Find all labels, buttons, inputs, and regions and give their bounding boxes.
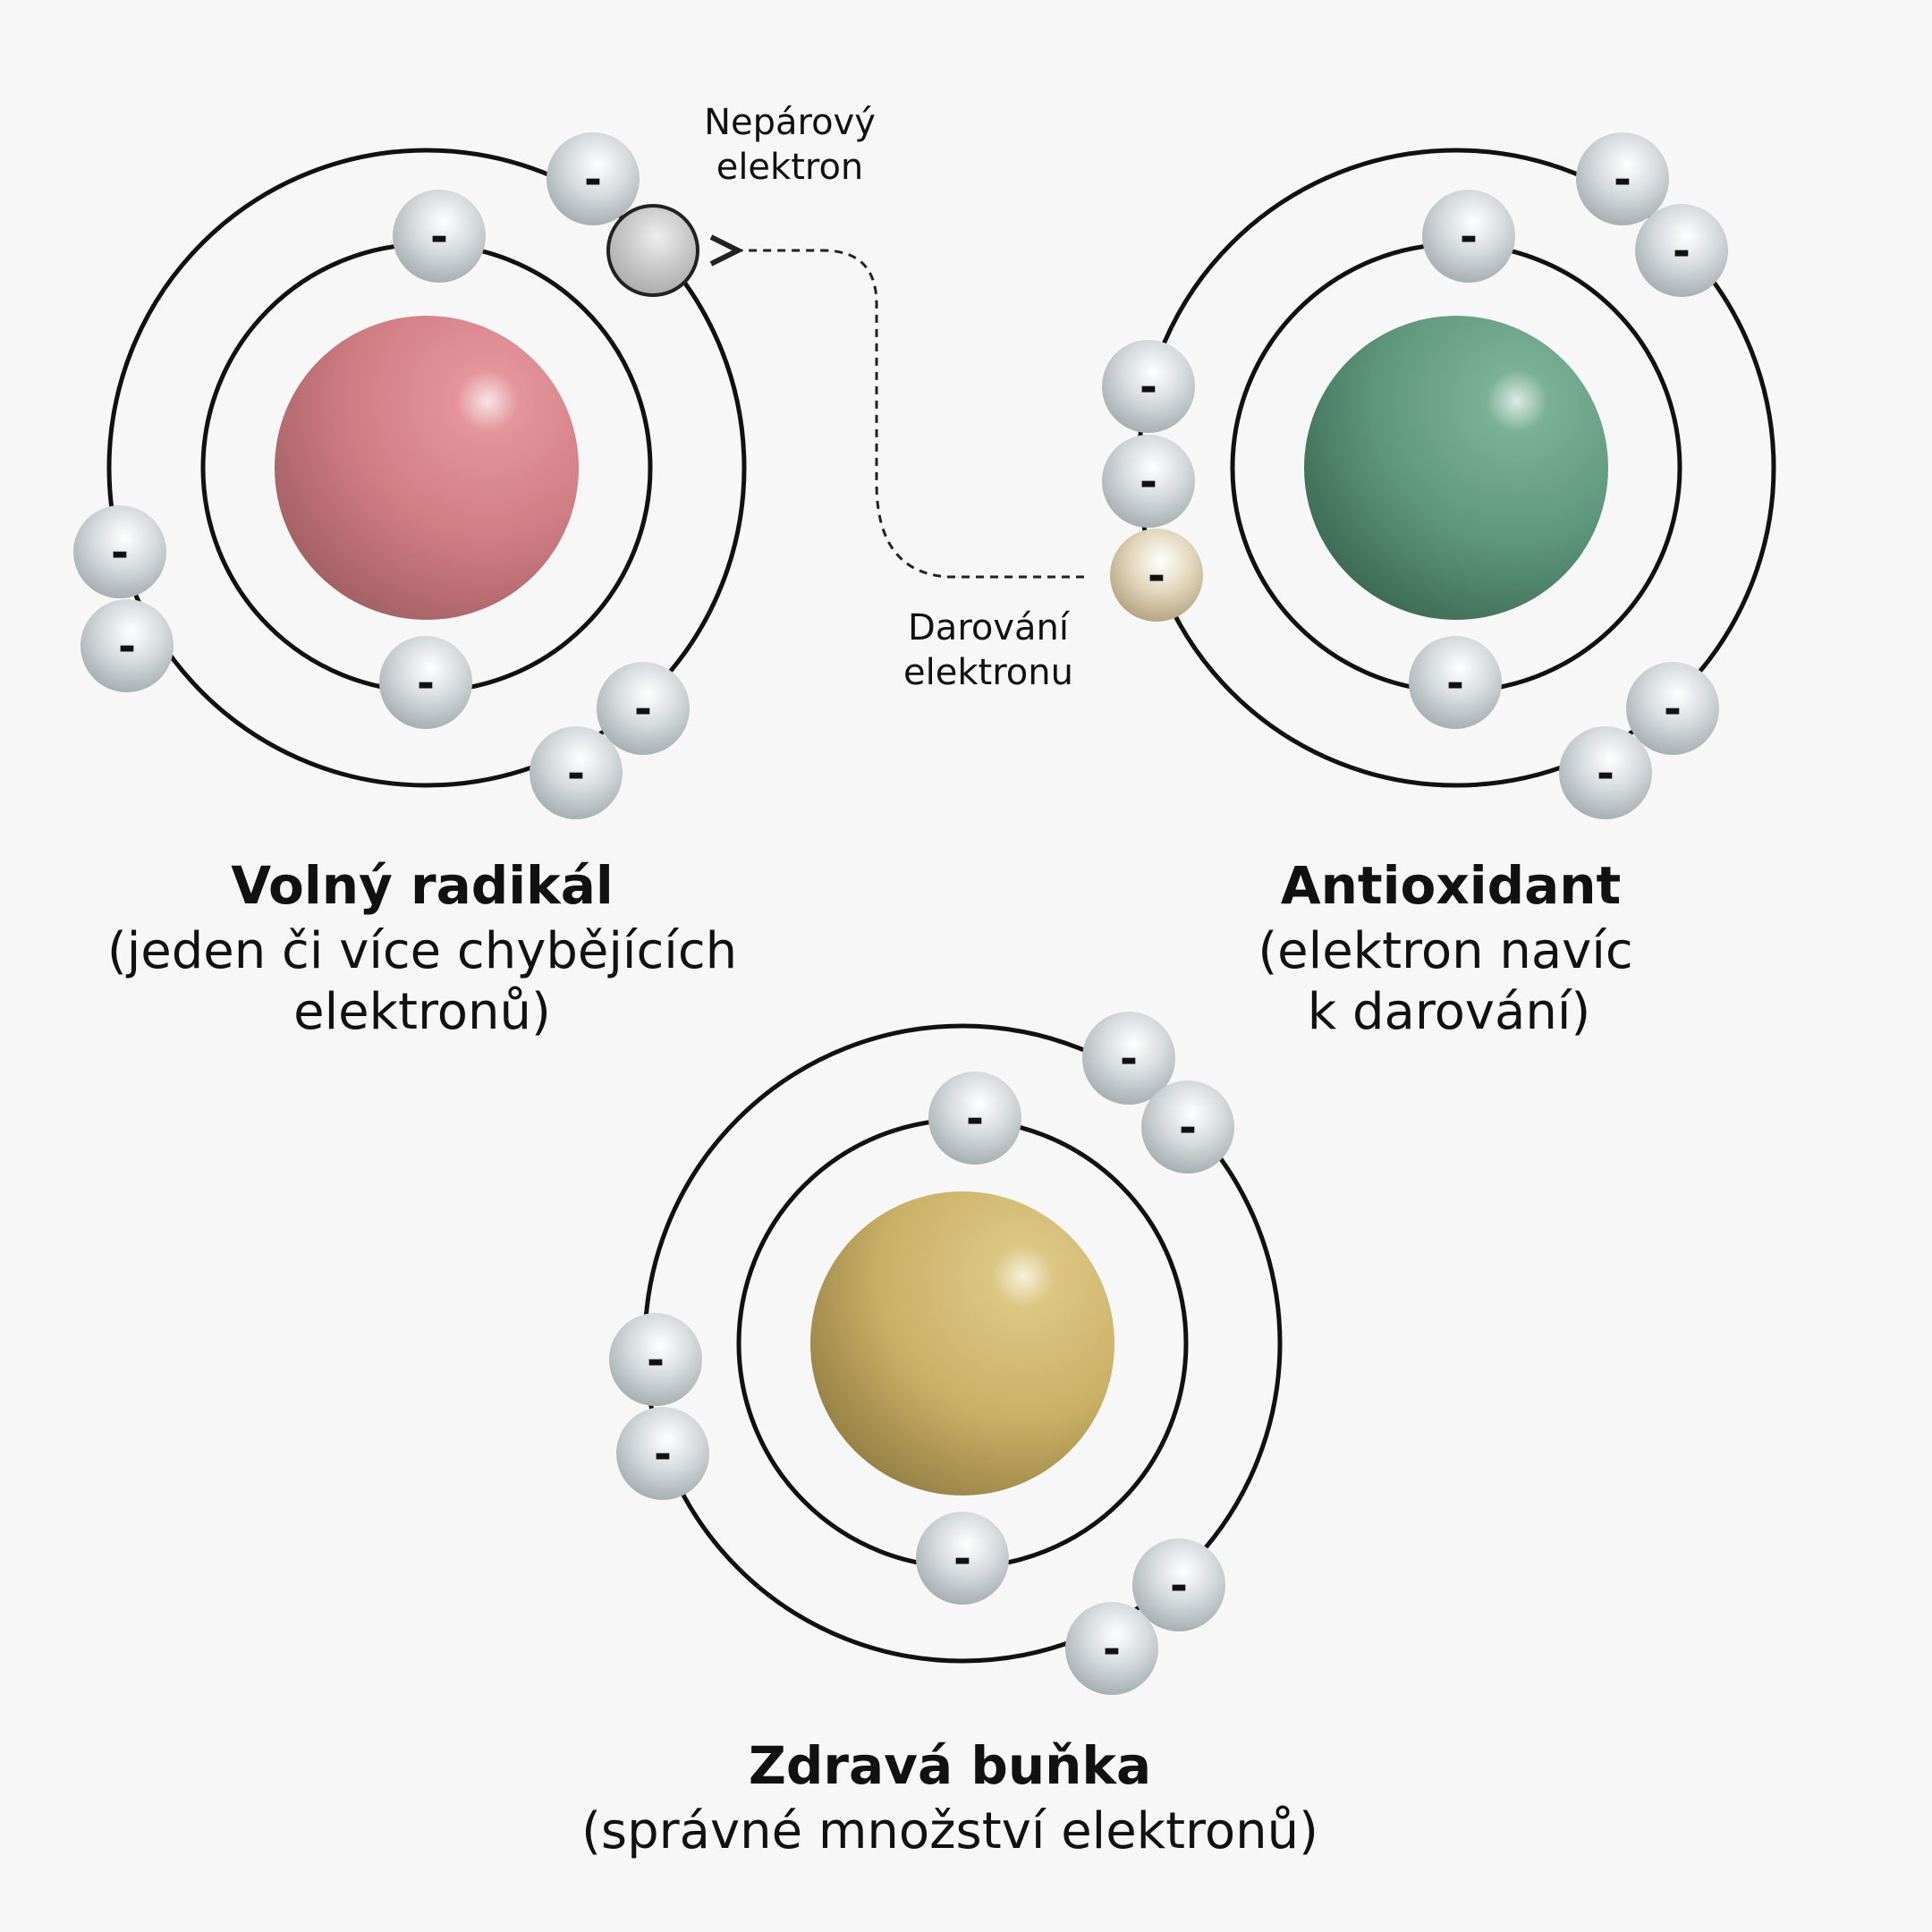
healthy-cell-subtitle: (správné množství elektronů) (581, 1802, 1318, 1860)
electron: - (1576, 132, 1669, 225)
electron: - (1635, 204, 1728, 297)
electron-sign: - (1120, 1034, 1138, 1084)
electron-sign: - (1179, 1103, 1197, 1153)
electron-sign: - (584, 155, 602, 205)
electron-sign: - (417, 658, 435, 708)
electron-sign: - (1140, 457, 1157, 507)
electron-sign: - (1103, 1624, 1121, 1674)
electron-donation-label-line-1: Darování (908, 607, 1071, 648)
electron-sign: - (567, 749, 585, 799)
electron-sign: - (953, 1534, 971, 1584)
electron-sign: - (634, 684, 652, 734)
electron: - (1132, 1538, 1225, 1631)
electron: - (1065, 1602, 1158, 1695)
unpaired-electron (606, 204, 699, 297)
unpaired-electron-label-line-2: elektron (716, 147, 864, 188)
electron: - (73, 505, 166, 598)
healthy-cell-title: Zdravá buňka (749, 1735, 1151, 1796)
electron-sign: - (1170, 1561, 1188, 1611)
nucleus (810, 1191, 1114, 1496)
electron: - (530, 726, 623, 819)
electron-sign: - (1446, 658, 1464, 708)
donated-electron: - (1110, 529, 1203, 622)
free-radical-subtitle-line-2: elektronů) (293, 983, 551, 1041)
electron-sign: - (966, 1094, 984, 1144)
nucleus (1304, 316, 1608, 620)
electron-donation-label-line-2: elektronu (903, 652, 1073, 693)
electron-sign: - (1614, 155, 1631, 205)
electron: - (1626, 662, 1719, 755)
electron: - (379, 636, 472, 729)
electron: - (1422, 190, 1515, 283)
electron-sign: - (1148, 551, 1165, 601)
electron: - (547, 132, 640, 225)
healthy-cell-atom: - - - - - - - - Zdravá buňka (581, 1012, 1318, 1860)
electron-sign: - (111, 528, 129, 578)
nucleus (275, 316, 579, 620)
electron: - (597, 662, 690, 755)
electron: - (1102, 340, 1195, 433)
electron-sign: - (118, 622, 136, 672)
free-radical-title: Volný radikál (231, 855, 613, 916)
antioxidant-subtitle-line-1: (elektron navíc (1258, 922, 1632, 980)
electron: - (1559, 726, 1652, 819)
electron-sign: - (1664, 684, 1682, 734)
antioxidant-subtitle-line-2: k darování) (1308, 983, 1591, 1041)
electron: - (616, 1407, 709, 1500)
electron-sign: - (1597, 749, 1614, 799)
electron: - (609, 1313, 702, 1406)
electron: - (1102, 435, 1195, 528)
free-radical-atom: - - - - - - - Volný radikál (je (73, 132, 747, 1041)
electron-sign: - (647, 1335, 665, 1385)
electron: - (393, 190, 486, 283)
electron: - (928, 1072, 1021, 1165)
antioxidant-atom: - - - - - - - - (1102, 132, 1776, 1041)
unpaired-electron-label-line-1: Nepárový (704, 102, 876, 143)
electron-sign: - (1460, 212, 1478, 262)
electron-sign: - (654, 1429, 672, 1479)
outer-orbit (106, 148, 747, 788)
electron: - (80, 599, 174, 692)
electron: - (1409, 636, 1502, 729)
electron-sign: - (430, 212, 448, 262)
electron: - (1082, 1012, 1175, 1105)
electron-sign: - (1140, 362, 1157, 412)
electron: - (916, 1512, 1009, 1605)
electron-sign: - (1673, 226, 1690, 276)
free-radical-subtitle-line-1: (jeden či více chybějících (107, 922, 737, 980)
donation-arrow (738, 250, 1084, 579)
antioxidant-title: Antioxidant (1281, 855, 1622, 916)
electron: - (1141, 1080, 1234, 1174)
